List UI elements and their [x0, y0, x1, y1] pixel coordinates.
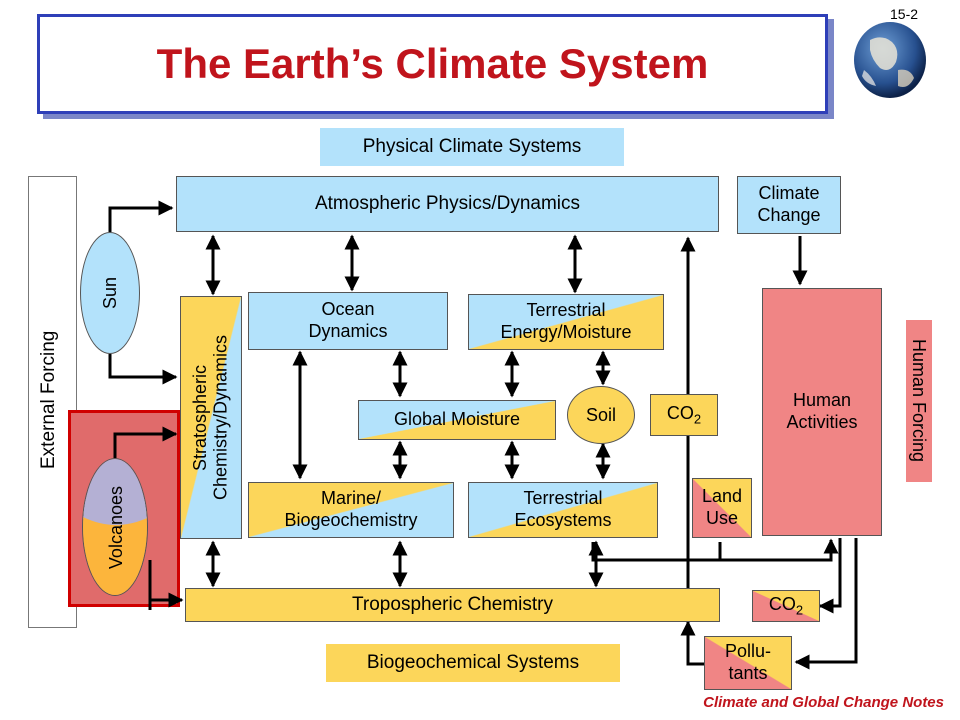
- pollutants-line1: Pollu-: [724, 641, 772, 662]
- earth-globe-icon: [852, 20, 928, 100]
- terrestrial-ecosystems-line1: Terrestrial: [523, 488, 603, 509]
- ocean-line2: Dynamics: [308, 321, 388, 341]
- external-to-troposphere-arrow: [148, 592, 184, 608]
- terrestrial-ecosystems-box: Terrestrial Ecosystems: [468, 482, 658, 538]
- co2-bottom-label: CO2: [768, 593, 804, 618]
- page-title: The Earth’s Climate System: [156, 40, 709, 87]
- sun-to-stratospheric-arrow: [108, 354, 178, 385]
- ecosystems-to-human-arrow: [591, 538, 839, 562]
- footer-note: Climate and Global Change Notes: [703, 694, 944, 711]
- volcanoes-node: Volcanoes: [82, 458, 148, 596]
- marine-line2: Biogeochemistry: [284, 510, 418, 530]
- climate-change-line1: Climate: [758, 183, 820, 204]
- atmosphere-box: Atmospheric Physics/Dynamics: [176, 176, 719, 232]
- slide-number: 15-2: [890, 6, 919, 22]
- volcano-to-stratospheric-arrow: [113, 426, 178, 458]
- ocean-box: Ocean Dynamics: [248, 292, 448, 350]
- human-to-pollutants-arrow: [794, 538, 858, 670]
- physical-systems-label: Physical Climate Systems: [320, 128, 624, 166]
- biogeochemical-systems-label: Biogeochemical Systems: [326, 644, 620, 682]
- atmosphere-label: Atmospheric Physics/Dynamics: [314, 192, 581, 214]
- human-to-co2-arrow: [818, 538, 842, 614]
- land-use-box: Land Use: [692, 478, 752, 538]
- human-activities-box: Human Activities: [762, 288, 882, 536]
- land-use-line2: Use: [705, 508, 738, 528]
- stratospheric-box: Stratospheric Chemistry/Dynamics: [180, 296, 242, 539]
- land-use-line1: Land: [701, 486, 743, 507]
- climate-change-line2: Change: [757, 205, 821, 225]
- co2-top-box: CO2: [650, 394, 718, 436]
- soil-node: Soil: [567, 386, 635, 444]
- co2-bottom-box: CO2: [752, 590, 820, 622]
- human-activities-line2: Activities: [786, 412, 858, 432]
- terrestrial-ecosystems-line2: Ecosystems: [514, 510, 612, 530]
- tropospheric-box: Tropospheric Chemistry: [185, 588, 720, 622]
- climate-change-box: Climate Change: [737, 176, 841, 234]
- soil-label: Soil: [585, 404, 616, 425]
- sun-node: Sun: [80, 232, 140, 354]
- global-moisture-label: Global Moisture: [393, 409, 521, 430]
- terrestrial-energy-line1: Terrestrial: [526, 300, 606, 321]
- marine-line1: Marine/: [320, 488, 382, 509]
- terrestrial-energy-box: Terrestrial Energy/Moisture: [468, 294, 664, 350]
- marine-box: Marine/ Biogeochemistry: [248, 482, 454, 538]
- stratospheric-line1: Stratospheric: [190, 364, 211, 471]
- stratospheric-line2: Chemistry/Dynamics: [211, 334, 231, 501]
- human-activities-line1: Human: [792, 390, 852, 411]
- pollutants-line2: tants: [728, 663, 768, 683]
- global-moisture-box: Global Moisture: [358, 400, 556, 440]
- title-frame: The Earth’s Climate System: [37, 14, 828, 114]
- co2-top-label: CO2: [666, 402, 702, 427]
- volcanoes-label: Volcanoes: [105, 486, 126, 570]
- sun-to-atmosphere-arrow: [108, 200, 174, 232]
- terrestrial-energy-line2: Energy/Moisture: [500, 322, 632, 342]
- human-forcing-label-bg: [906, 320, 932, 482]
- pollutants-to-troposphere-arrow: [680, 620, 704, 666]
- human-forcing-label: Human Forcing: [909, 339, 929, 463]
- ocean-line1: Ocean: [321, 299, 375, 320]
- tropospheric-label: Tropospheric Chemistry: [352, 593, 553, 615]
- sun-label: Sun: [99, 276, 120, 310]
- pollutants-box: Pollu- tants: [704, 636, 792, 690]
